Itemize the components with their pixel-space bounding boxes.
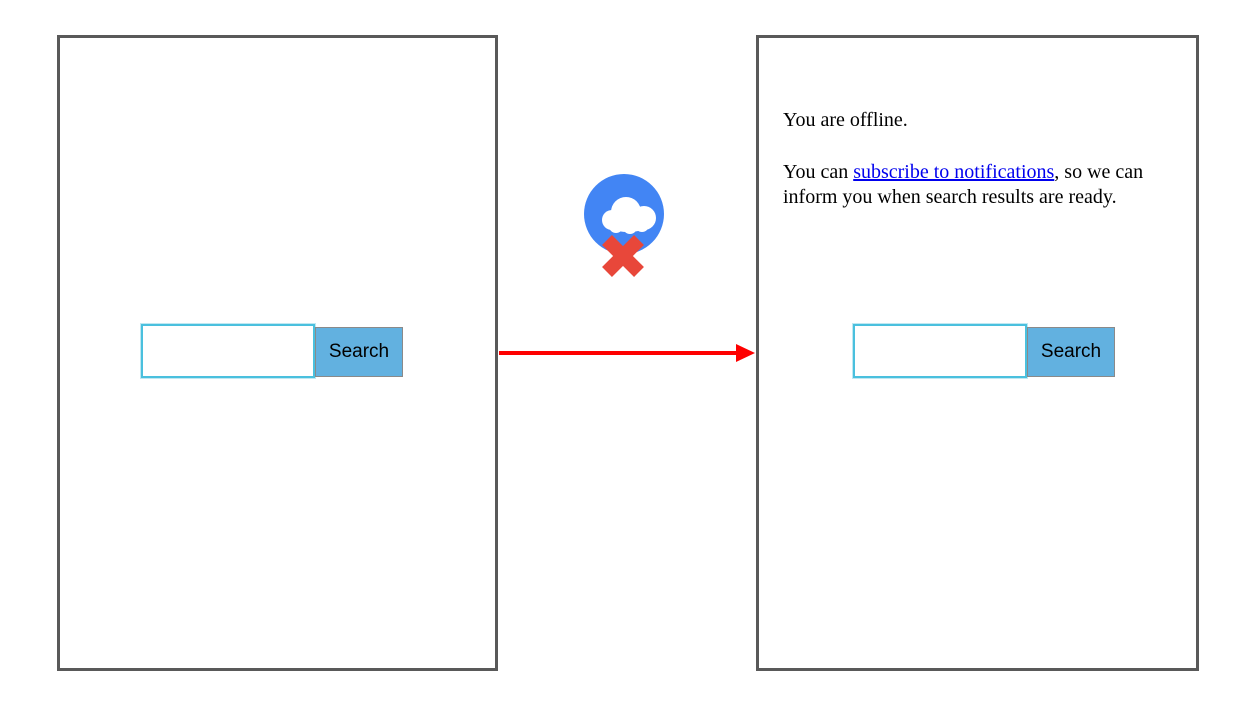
cloud-icon: [602, 197, 656, 234]
search-input[interactable]: [141, 324, 315, 378]
subscribe-link[interactable]: subscribe to notifications: [853, 161, 1055, 183]
browser-frame-after: You are offline. You can subscribe to no…: [756, 35, 1199, 671]
offline-cloud-icon: [584, 174, 664, 277]
offline-x-icon: [602, 235, 644, 277]
subscribe-text-before: You can: [783, 161, 854, 183]
flow-arrow-icon: [499, 344, 755, 362]
search-input[interactable]: [853, 324, 1027, 378]
search-form: Search: [853, 324, 1115, 378]
offline-message: You are offline. You can subscribe to no…: [783, 108, 1183, 210]
search-button[interactable]: Search: [315, 327, 403, 377]
search-form: Search: [141, 324, 403, 378]
subscribe-text-after: , so we can inform you when search resul…: [783, 161, 1144, 208]
offline-status-text: You are offline.: [783, 109, 908, 131]
search-button[interactable]: Search: [1027, 327, 1115, 377]
subscribe-paragraph: You can subscribe to notifications, so w…: [783, 160, 1183, 210]
browser-frame-before: Search: [57, 35, 498, 671]
